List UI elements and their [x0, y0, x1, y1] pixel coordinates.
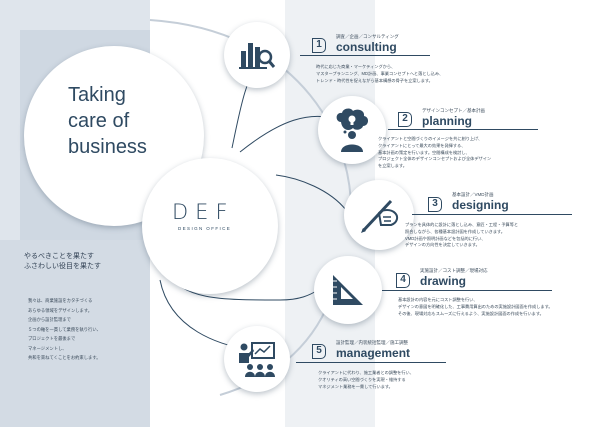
description-line: マネジメント業務を一貫して行います。 [318, 383, 393, 389]
intro-body-line: 共和を束ねてくことをお約束します。 [28, 355, 101, 360]
service-description: プランを具体的に設計に落とし込み、意匠・工程・予算等と 照合しながら、各種基本設… [405, 222, 518, 249]
hero-title: Taking care of business [68, 82, 208, 160]
service-description: 時代に応じた商業・マーケティングから、 マスタープランニング、MD計画、事業コン… [316, 64, 443, 84]
service-underline [412, 214, 572, 215]
hero-title-line: business [68, 136, 147, 158]
service-number: 1 [312, 38, 326, 53]
service-underline [300, 55, 430, 56]
service-number: 3 [428, 197, 442, 212]
presentation-icon [224, 326, 290, 392]
service-description: クライアントに代わり、施工業者との調整を行い、 クオリティの高い空間づくりを実現… [318, 370, 414, 390]
description-line: を立案します。 [378, 163, 407, 169]
background-panel-left [0, 240, 150, 427]
logo-subtitle: DESIGN OFFICE [178, 226, 232, 231]
service-title: consulting [336, 40, 397, 54]
description-line: プランを具体的に設計に落とし込み、意匠・工程・予算等と [405, 222, 519, 227]
intro-body-line: あらゆる領域をデザインします。 [28, 307, 93, 313]
intro-body-line: ５つの軸を一貫して業務を執り行い、 [28, 326, 101, 332]
hero-title-line: care of [68, 110, 130, 132]
description-line: 基本計画の策定を行います。空間構成を検討し、 [378, 149, 470, 155]
planning-icon-circle [318, 96, 386, 164]
description-line: クライアントに代わり、施工業者との調整を行い、 [318, 370, 414, 375]
intro-heading-line: ふさわしい役目を果たす [24, 263, 101, 270]
service-number: 2 [398, 112, 412, 127]
description-line: デザインの方向性を決定していきます。 [405, 242, 480, 248]
chart-magnifier-icon [224, 22, 290, 88]
description-line: プロジェクト全体のデザインコンセプトおよび全体デザイン [378, 156, 492, 162]
intro-body-line: 企画から設計監理まで [28, 317, 71, 322]
hero-title-line: Taking [68, 84, 126, 106]
pen-hand-icon [344, 180, 414, 250]
service-description: 基本設計の内容を元にコスト調整を行い、 デザインの意図を明確化した、工事費用算出… [398, 297, 553, 317]
service-underline [296, 362, 446, 363]
logo-circle [142, 158, 278, 294]
description-line: マスタープランニング、MD計画、事業コンセプトへと落とし込み、 [316, 70, 444, 76]
intro-body-line: マネージメントし、 [28, 345, 67, 351]
service-underline [388, 129, 538, 130]
description-line: クライアントにとって最大の効果を発揮する、 [378, 142, 466, 148]
description-line: クオリティの高い空間づくりを実現・維持する [318, 376, 406, 382]
service-subtitle: 設計監理／内装統括監理／施工調整 [336, 340, 408, 345]
logo-wordmark: DEF [172, 200, 235, 224]
service-subtitle: 実施設計／コスト調整／現場対応 [420, 268, 488, 273]
service-subtitle: 調査／企画／コンサルティング [336, 34, 399, 39]
service-underline [382, 290, 552, 291]
service-subtitle: デザインコンセプト／基本計画 [422, 108, 485, 113]
description-line: VMD計画や照明計画などを包括的に行い、 [405, 235, 486, 241]
service-number: 4 [396, 273, 410, 288]
description-line: 照合しながら、各種基本設計図を作成していきます。 [405, 228, 505, 234]
description-line: デザインの意図を明確化した、工事費用算出のための実施設計図面を作成します。 [398, 303, 553, 309]
description-line: クライアントと空間づくりのイメージを共に創り上げ、 [378, 136, 483, 141]
description-line: トレンド・時代性を捉えながら基本構想の骨子を立案します。 [316, 77, 433, 83]
intro-body: 我々は、商業施設をカタチづくる あらゆる領域をデザインします。 企画から設計監理… [28, 296, 138, 363]
service-title: planning [422, 114, 472, 128]
intro-body-line: プロジェクトを最後まで [28, 336, 76, 341]
service-title: drawing [420, 274, 467, 288]
description-line: 時代に応じた商業・マーケティングから、 [316, 64, 396, 69]
service-description: クライアントと空間づくりのイメージを共に創り上げ、 クライアントにとって最大の効… [378, 136, 491, 170]
service-title: designing [452, 198, 509, 212]
intro-heading-line: やるべきことを果たす [24, 253, 94, 260]
service-subtitle: 基本設計／VMD計画 [452, 192, 494, 197]
service-title: management [336, 346, 411, 360]
idea-person-icon [318, 96, 386, 164]
description-line: その後、現場対応もスムーズに行えるよう、実施設計図面の作成を行います。 [398, 310, 544, 316]
intro-heading: やるべきことを果たす ふさわしい役目を果たす [24, 252, 144, 272]
intro-body-line: 我々は、商業施設をカタチづくる [28, 298, 93, 303]
service-number: 5 [312, 344, 326, 359]
description-line: 基本設計の内容を元にコスト調整を行い、 [398, 297, 478, 302]
set-square-icon [314, 256, 382, 324]
